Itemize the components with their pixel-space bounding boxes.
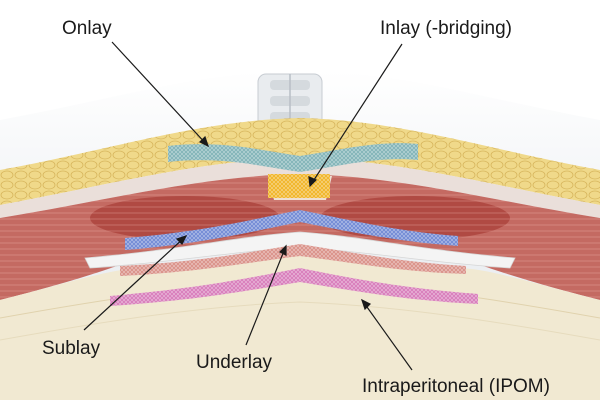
ipom-mesh bbox=[110, 268, 478, 306]
label-ipom: Intraperitoneal (IPOM) bbox=[362, 376, 550, 397]
inlay-leader bbox=[309, 43, 403, 187]
underlay-mesh bbox=[120, 244, 466, 276]
onlay-leader bbox=[111, 41, 209, 147]
label-sublay: Sublay bbox=[42, 338, 101, 359]
sublay-arrowhead bbox=[175, 234, 188, 246]
inlay-mesh bbox=[268, 174, 330, 198]
underlay-arrowhead bbox=[278, 244, 287, 256]
sublay-mesh bbox=[125, 210, 458, 250]
inlay-arrowhead bbox=[308, 176, 318, 188]
underlay-leader bbox=[245, 245, 287, 346]
ipom-arrowhead bbox=[360, 298, 372, 311]
ipom-leader bbox=[361, 299, 413, 371]
label-inlay: Inlay (-bridging) bbox=[380, 18, 512, 39]
sublay-leader bbox=[83, 235, 187, 331]
label-onlay: Onlay bbox=[62, 18, 112, 39]
onlay-arrowhead bbox=[198, 135, 210, 148]
peritoneal-layer bbox=[0, 252, 600, 400]
leader-lines bbox=[83, 41, 413, 371]
onlay-mesh bbox=[168, 143, 418, 172]
label-underlay: Underlay bbox=[196, 352, 273, 373]
